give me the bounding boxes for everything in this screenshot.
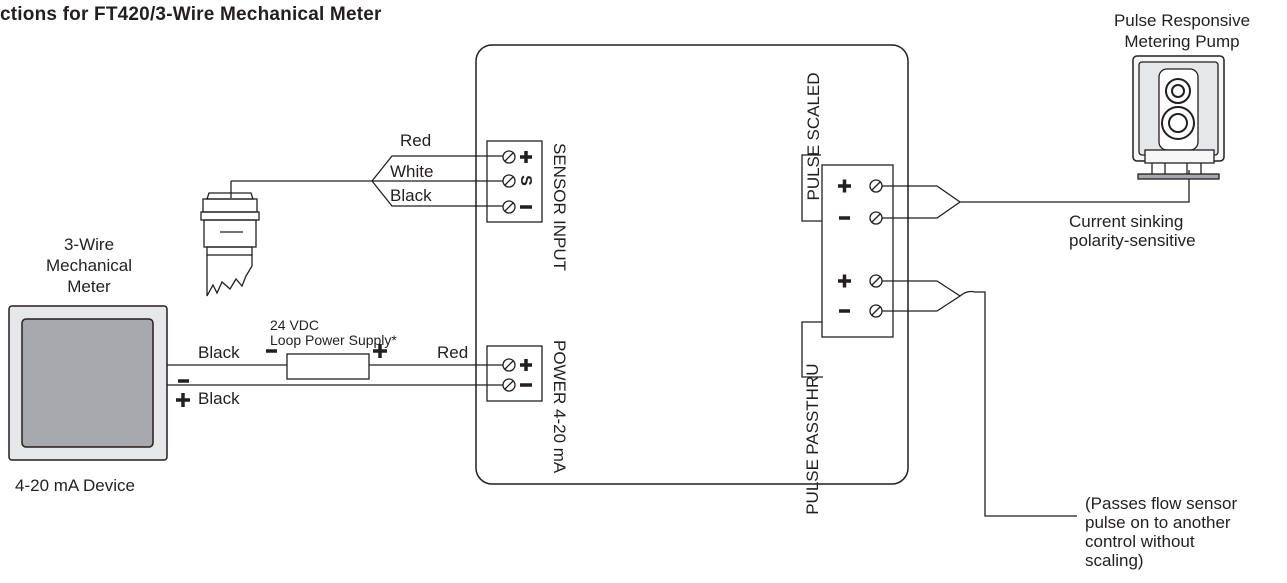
signal-terminal-mark: S xyxy=(516,175,534,186)
sensor-input-label: SENSOR INPUT xyxy=(549,143,569,271)
meter-label-line: 3-Wire xyxy=(63,235,115,254)
sensor-cable xyxy=(230,155,503,207)
pump-label: Pulse Responsive Metering Pump xyxy=(1092,10,1272,52)
pump-label-line: Pulse Responsive xyxy=(1113,11,1251,30)
pulse-scaled-line: PULSE xyxy=(804,144,823,201)
pulse-passthru-line: PASSTHRU xyxy=(803,363,822,455)
pulse-scaled-line: SCALED xyxy=(804,72,823,141)
wire-label-red: Red xyxy=(400,131,432,150)
pulse-scaled-bracket xyxy=(801,154,822,222)
pulse-passthru-label: PULSE PASSTHRU xyxy=(803,363,823,515)
passthru-note-line: scaling) xyxy=(1085,551,1144,570)
passthru-note: (Passes flow sensor pulse on to another … xyxy=(1085,494,1237,570)
terminal-screw-icon xyxy=(502,150,516,164)
power-wire-red-label: Red xyxy=(437,343,469,362)
power-terminal-label: POWER 4-20 mA xyxy=(549,340,569,473)
passthru-note-line: (Passes flow sensor xyxy=(1085,494,1238,513)
device-wire-neg-label: Black xyxy=(198,343,240,362)
meter-label-line: Meter xyxy=(67,277,111,296)
flow-sensor-icon xyxy=(200,192,260,297)
wire-label-white: White xyxy=(390,162,434,181)
sensor-input-line: SENSOR xyxy=(550,143,569,215)
loop-wiring xyxy=(167,344,503,407)
power-terminal-line: 4-20 mA xyxy=(550,408,569,474)
plus-sign-icon xyxy=(838,179,851,193)
loop-supply-label: 24 VDC Loop Power Supply* xyxy=(270,318,397,348)
pulse-passthru-bracket xyxy=(801,321,823,378)
passthru-cable xyxy=(882,280,1077,517)
meter-label: 3-Wire Mechanical Meter xyxy=(34,234,144,297)
metering-pump-icon xyxy=(1132,55,1225,180)
sinking-note-line: Current sinking xyxy=(1069,212,1184,231)
plus-sign-icon xyxy=(520,151,532,163)
meter-label-line: Mechanical xyxy=(46,256,132,275)
loop-supply-line: 24 VDC xyxy=(270,317,320,333)
pump-cable xyxy=(882,170,1190,219)
sinking-note-line: polarity-sensitive xyxy=(1069,231,1196,250)
power-terminal-line: POWER xyxy=(550,340,569,405)
device-label: 4-20 mA Device xyxy=(15,476,135,495)
terminal-screw-icon xyxy=(502,200,516,214)
plus-sign-icon xyxy=(520,359,532,371)
plus-sign-icon xyxy=(176,393,190,407)
pulse-scaled-label: PULSE SCALED xyxy=(804,72,824,201)
meter-device-icon xyxy=(8,305,168,461)
plus-sign-icon xyxy=(373,344,387,358)
pulse-passthru-line: PULSE xyxy=(803,459,822,515)
plus-sign-icon xyxy=(838,274,851,288)
sensor-input-line: INPUT xyxy=(550,219,569,271)
controller-enclosure xyxy=(475,44,909,485)
passthru-note-line: pulse on to another xyxy=(1085,513,1231,532)
power-terminal-block xyxy=(486,345,543,402)
pump-label-line: Metering Pump xyxy=(1124,32,1240,51)
diagram-title: ctions for FT420/3-Wire Mechanical Meter xyxy=(0,4,382,25)
device-wire-pos-label: Black xyxy=(198,389,240,408)
loop-supply-line: Loop Power Supply* xyxy=(270,332,397,348)
wire-label-black: Black xyxy=(390,186,432,205)
passthru-note-line: control without xyxy=(1085,532,1195,551)
sinking-note: Current sinking polarity-sensitive xyxy=(1069,212,1196,250)
